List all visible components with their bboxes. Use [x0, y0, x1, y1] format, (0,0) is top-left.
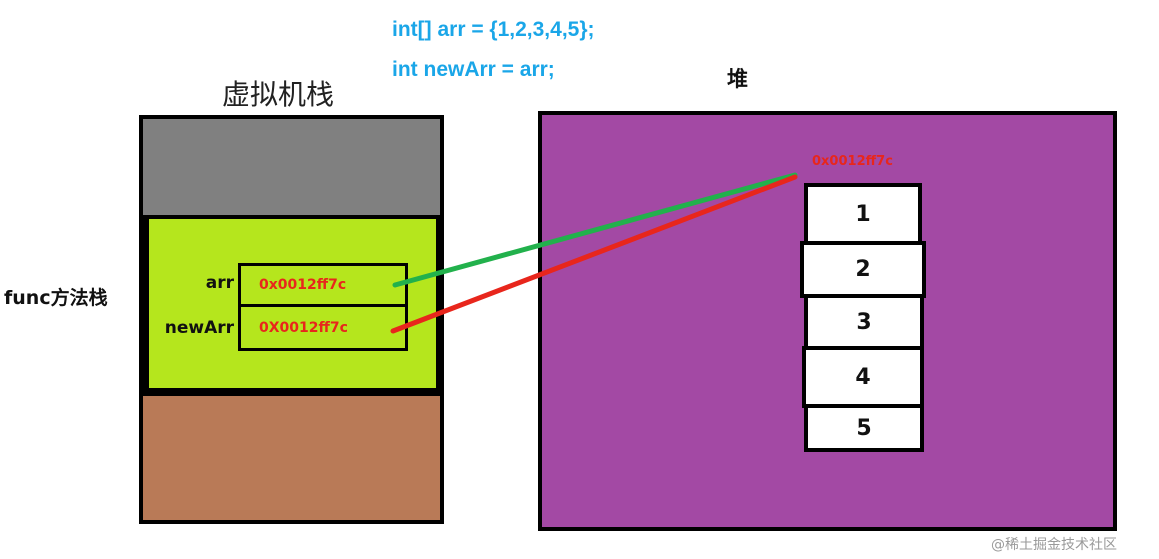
stack-top-region: [143, 119, 440, 215]
array-cell-5: 5: [804, 404, 924, 452]
array-cell-value: 5: [856, 415, 872, 441]
var-label-newArr: newArr: [164, 318, 234, 338]
heap-title: 堆: [727, 67, 748, 91]
watermark: @稀土掘金技术社区: [991, 537, 1117, 553]
var-value-newArr: 0X0012ff7c: [259, 319, 348, 336]
array-cell-value: 4: [855, 364, 871, 390]
array-cell-3: 3: [804, 294, 924, 350]
stack-title: 虚拟机栈: [222, 78, 335, 111]
array-cell-value: 3: [856, 309, 872, 335]
newArr-reference-line: [390, 174, 798, 334]
code-line-2: int newArr = arr;: [392, 58, 555, 81]
var-value-arr: 0x0012ff7c: [259, 277, 347, 293]
var-slot-newArr: 0X0012ff7c: [238, 304, 408, 351]
array-cell-value: 2: [855, 257, 871, 282]
stack-bottom-region: [143, 392, 440, 520]
arr-reference-line: [392, 172, 798, 288]
array-cell-value: 1: [855, 201, 871, 227]
code-line-1: int[] arr = {1,2,3,4,5};: [392, 18, 595, 41]
heap-address-label: 0x0012ff7c: [812, 154, 893, 169]
var-label-arr: arr: [205, 273, 234, 293]
func-stack-label: func方法栈: [4, 287, 108, 309]
